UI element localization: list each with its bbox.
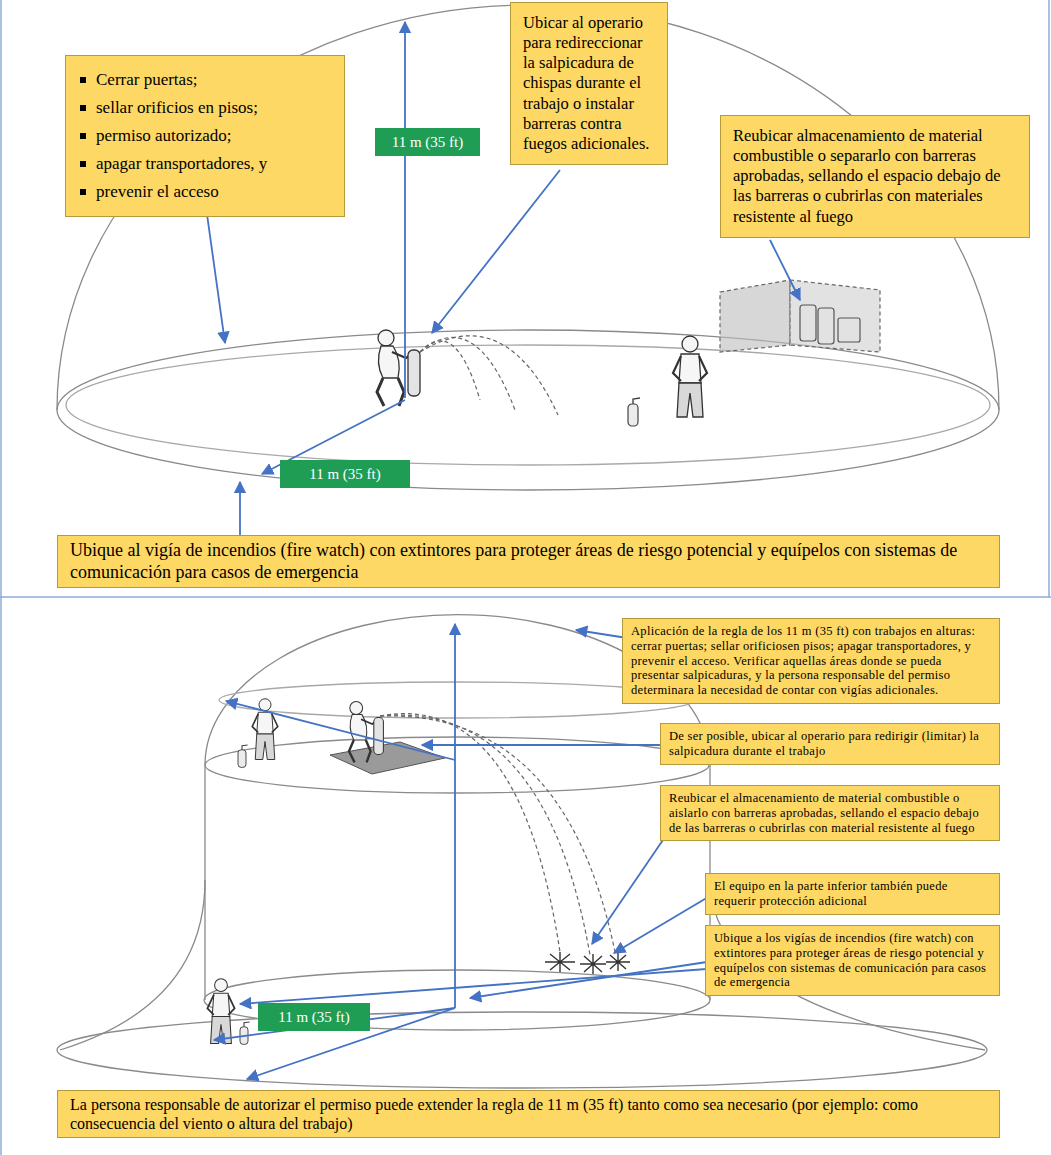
fire-barrier [790,280,880,352]
callout-box: Aplicación de la regla de los 11 m (35 f… [622,618,1000,704]
work-platform [330,742,445,774]
leader-arrow [432,170,560,333]
callout-text: 11 m (35 ft) [379,133,476,151]
distance-tag: 11 m (35 ft) [375,128,480,156]
spark-spray [380,714,560,952]
leader-arrow [205,170,800,548]
hemisphere-outline [57,5,999,490]
note-band: Ubique al vigía de incendios (fire watch… [57,535,1000,588]
work-platform [330,742,445,774]
bullet-item: apagar transportadores, y [78,150,334,178]
leader-arrow [470,960,720,998]
worker-figure [207,699,383,1045]
callout-text: 11 m (35 ft) [262,1008,366,1026]
callout-text: 11 m (35 ft) [284,465,406,483]
leader-arrow [770,240,800,300]
hemisphere-outline [205,737,709,793]
spark-spray [420,336,558,415]
worker-figure [377,330,420,406]
combustible-drums [818,308,834,344]
callout-text: Aplicación de la regla de los 11 m (35 f… [631,624,991,698]
bullet-item: permiso autorizado; [78,122,334,150]
leader-arrow [240,968,720,1004]
combustible-drums [800,305,860,344]
worker-figure [377,330,707,426]
worker-figure [240,1022,250,1044]
callout-box: Reubicar almacenamiento de material comb… [720,115,1030,238]
callout-list: Cerrar puertas;sellar orificios en pisos… [65,55,345,217]
bullet-item: prevenir el acceso [78,178,334,206]
callout-box: Ubique a los vigías de incendios (fire w… [705,925,1000,996]
callout-box: Ubicar al operario para redireccionar la… [510,2,668,165]
callout-text: La persona responsable de autorizar el p… [70,1095,987,1133]
worker-figure [349,702,383,763]
bullet-item: sellar orificios en pisos; [78,94,334,122]
spark-burst [580,954,606,974]
spark-burst [606,953,630,971]
leader-arrow [422,744,680,746]
hemisphere-outline [57,1012,987,1088]
worker-figure [238,745,248,767]
hemisphere-outline [204,970,710,1030]
hemisphere-outline [205,765,710,1000]
hemisphere-outline [66,345,990,465]
distance-tag: 11 m (35 ft) [258,1003,370,1031]
callout-text: Reubicar almacenamiento de material comb… [733,126,1017,227]
bullet-item: Cerrar puertas; [78,66,334,94]
radius-arrow [454,624,456,1008]
leader-arrow [205,200,225,343]
spark-spray [420,336,558,415]
spark-spray [380,715,590,955]
spark-spray [380,716,615,952]
fire-barrier [720,280,880,352]
callout-text: Reubicar el almacenamiento de material c… [669,791,991,835]
callout-text: El equipo en la parte inferior también p… [714,879,991,909]
callout-box: Reubicar el almacenamiento de material c… [660,785,1000,841]
callout-box: De ser posible, ubicar al operario para … [660,723,1000,765]
worker-figure [673,336,707,417]
radius-arrow [226,701,455,760]
callout-text: Ubique al vigía de incendios (fire watch… [70,540,987,583]
worker-figure [240,1022,250,1044]
worker-figure [207,979,234,1044]
hemisphere-outline [57,330,999,490]
radius-arrow [214,1008,455,1040]
callout-text: De ser posible, ubicar al operario para … [669,729,991,759]
callout-text: Ubique a los vigías de incendios (fire w… [714,931,991,990]
distance-tag: 11 m (35 ft) [280,460,410,488]
combustible-drums [800,305,816,341]
worker-figure [238,745,248,767]
worker-figure [349,702,383,763]
callout-box: El equipo en la parte inferior también p… [705,873,1000,915]
spark-spray [420,337,515,410]
fire-barrier [720,280,790,352]
spark-burst [545,952,575,972]
worker-figure [628,398,640,426]
worker-figure [207,979,234,1044]
spark-burst [545,952,630,974]
radius-arrow [404,22,406,398]
combustible-drums [838,318,860,342]
spark-spray [420,341,480,400]
callout-text: Ubicar al operario para redireccionar la… [523,13,655,154]
radius-arrow [214,624,455,1079]
note-band: La persona responsable de autorizar el p… [57,1090,1000,1138]
